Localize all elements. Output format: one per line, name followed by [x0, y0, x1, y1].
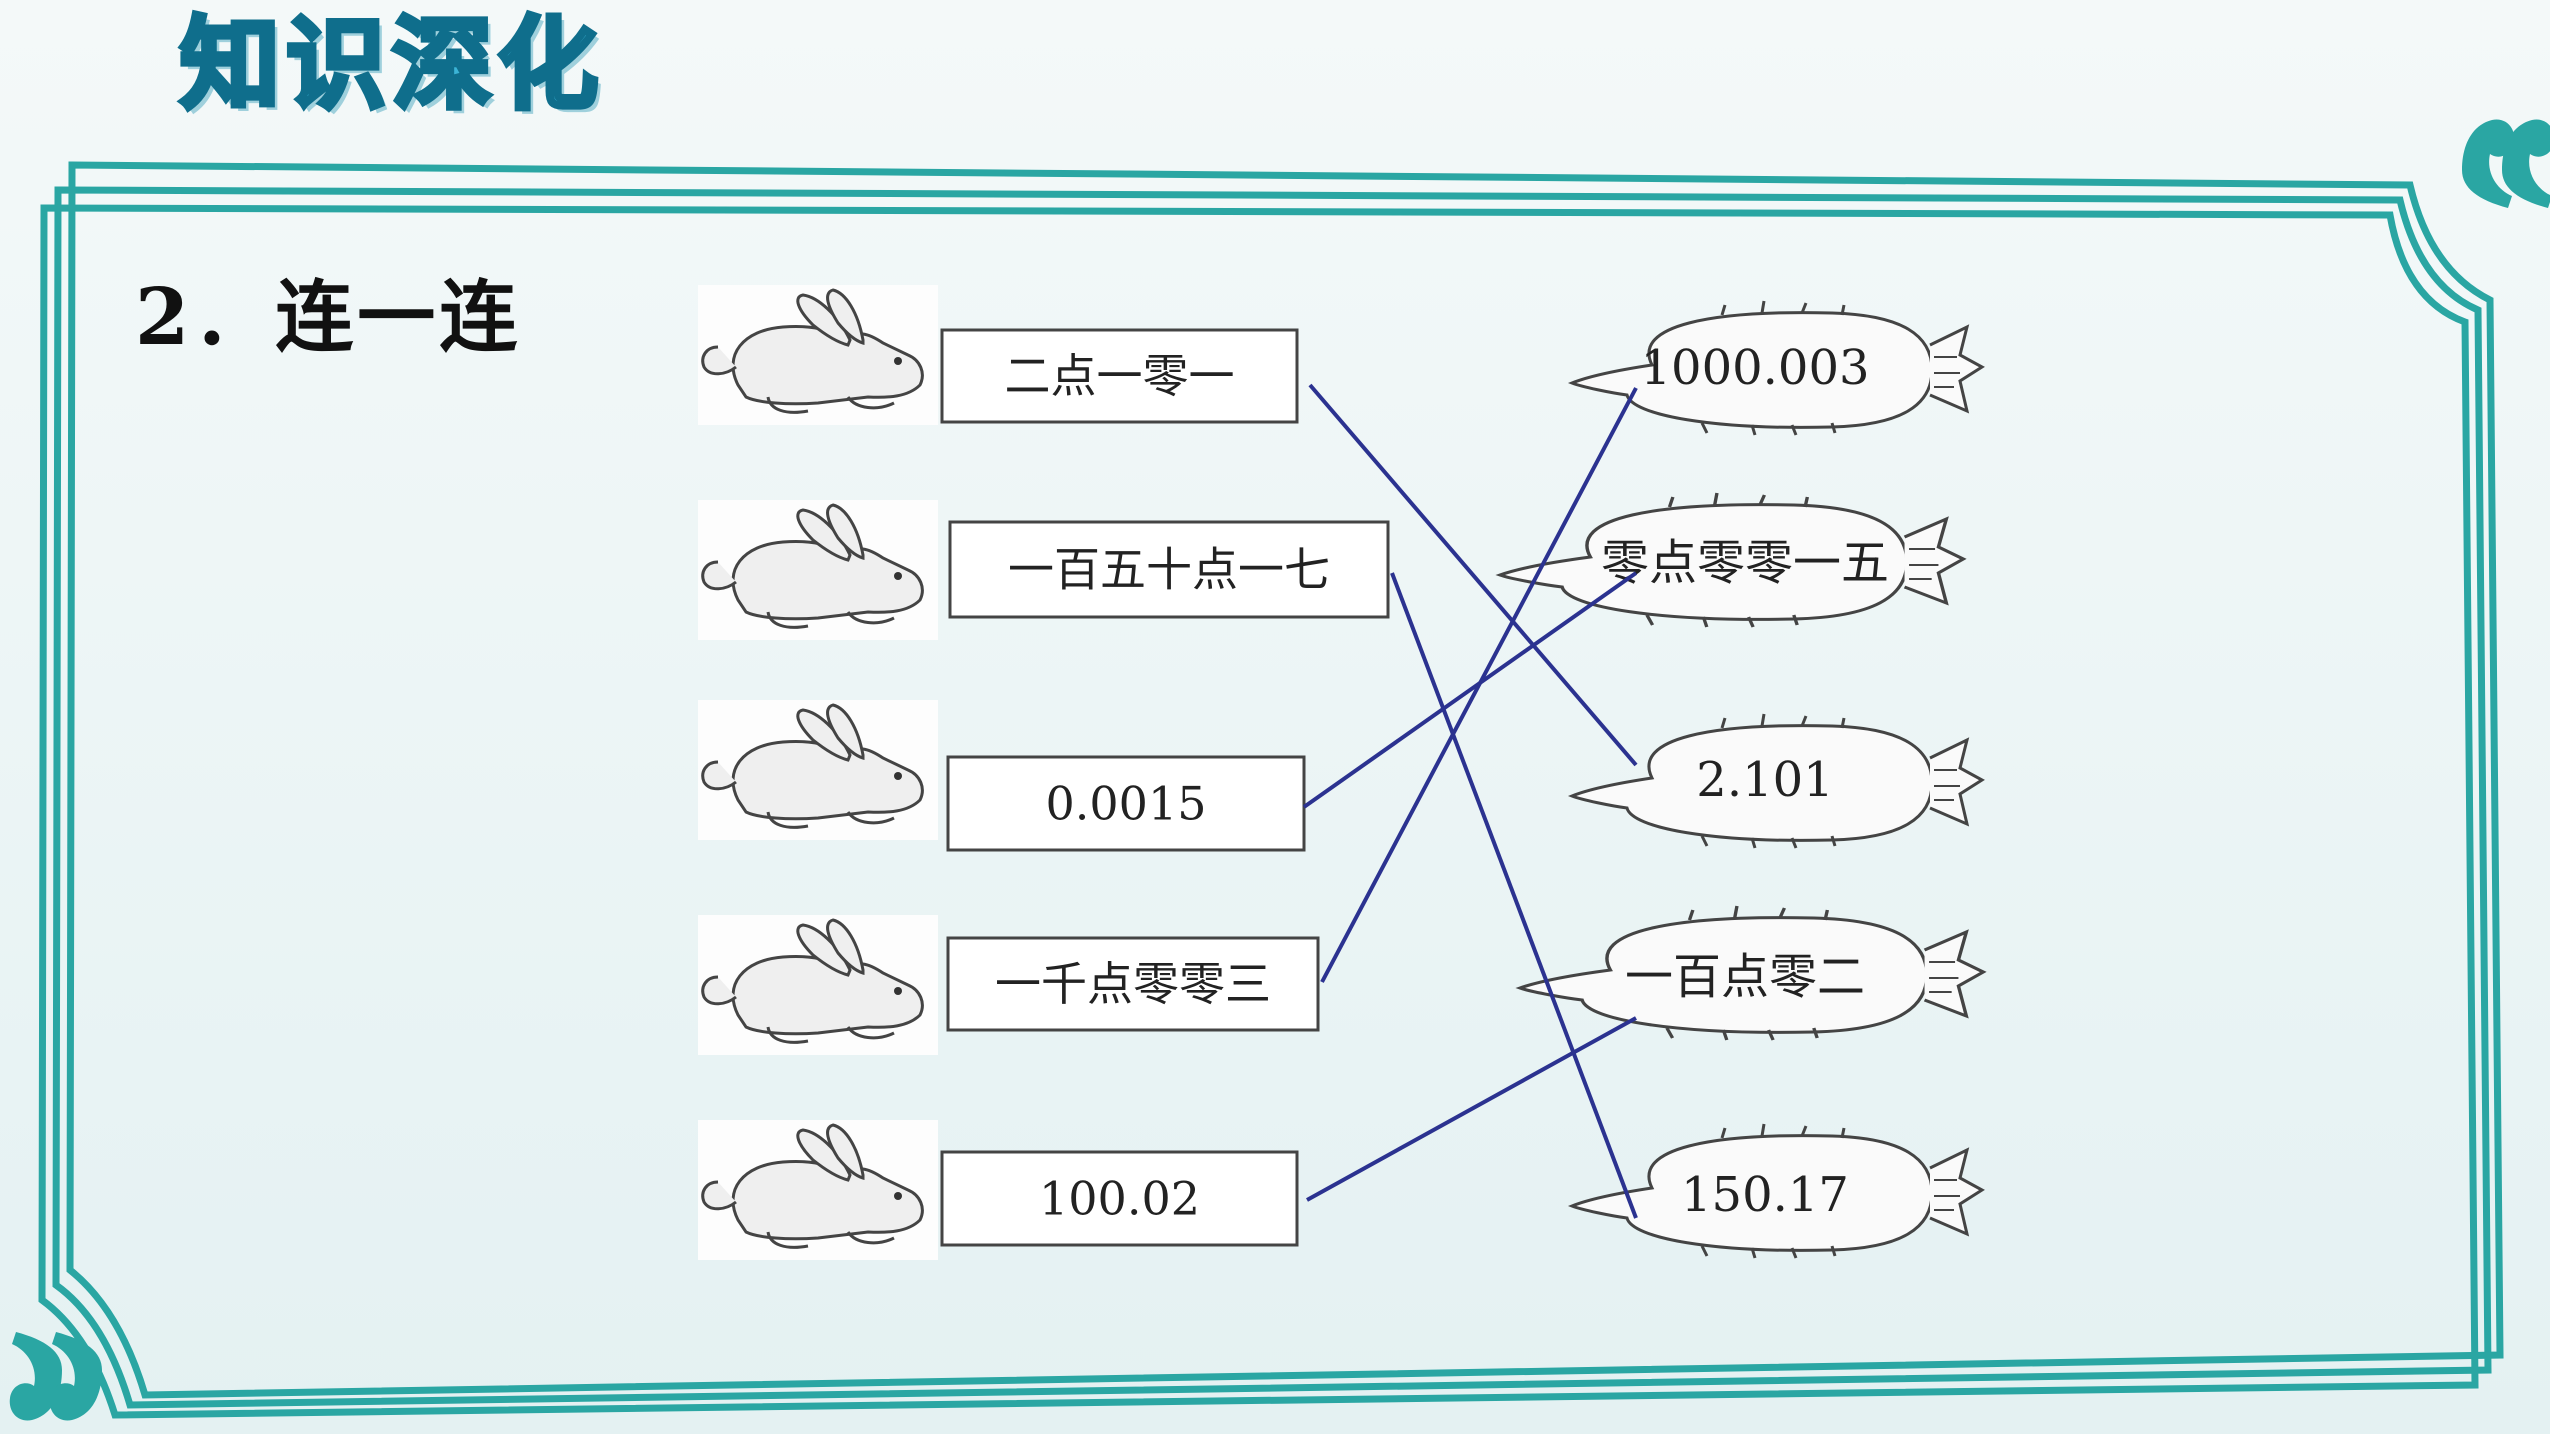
rabbit-box-5[interactable]: 100.02 [940, 1150, 1299, 1247]
rabbit-box-label: 0.0015 [1046, 777, 1207, 831]
rabbit-box-label: 二点一零一 [1005, 349, 1235, 403]
slide-frame [38, 161, 2504, 1419]
radish-5[interactable]: 150.17 [1570, 1122, 1984, 1260]
connection-line-3 [1302, 571, 1638, 809]
frame-outer [66, 161, 2504, 1399]
radish-label: 150.17 [1681, 1167, 1849, 1223]
connection-line-4 [1320, 387, 1638, 983]
rabbit-box-label: 一百五十点一七 [1008, 543, 1330, 597]
quote-close-icon [2462, 119, 2550, 208]
radish-label: 零点零零一五 [1601, 535, 1889, 591]
radish-4[interactable]: 一百点零二 [1518, 904, 1985, 1042]
rabbit-box-4[interactable]: 一千点零零三 [946, 936, 1320, 1032]
connection-lines [1302, 383, 1638, 1219]
connection-line-2 [1390, 572, 1638, 1219]
rabbit-box-1[interactable]: 二点一零一 [940, 328, 1299, 424]
connection-line-5 [1306, 1016, 1637, 1202]
rabbit-icon [696, 283, 940, 427]
frame-mid [52, 186, 2492, 1409]
rabbit-box-2[interactable]: 一百五十点一七 [948, 520, 1390, 619]
rabbit-icon [696, 913, 940, 1057]
radish-label: 1000.003 [1640, 340, 1869, 396]
rabbit-box-frame [946, 936, 1320, 1032]
radish-2[interactable]: 零点零零一五 [1498, 491, 1965, 629]
radish-label: 2.101 [1696, 752, 1833, 808]
rabbit-icon [696, 498, 940, 642]
rabbit-box-frame [946, 755, 1306, 852]
question-label: 2．连一连 [135, 272, 522, 363]
rabbit-icon [696, 1118, 940, 1262]
rabbit-icon [696, 698, 940, 842]
rabbit-box-frame [948, 520, 1390, 619]
radish-3[interactable]: 2.101 [1570, 712, 1984, 850]
rabbit-box-3[interactable]: 0.0015 [946, 755, 1306, 852]
radish-label: 一百点零二 [1625, 949, 1865, 1005]
connection-line-1 [1308, 383, 1638, 767]
frame-inner [38, 204, 2479, 1419]
rabbit-box-label: 100.02 [1039, 1172, 1200, 1226]
quote-open-icon [9, 1332, 102, 1421]
rabbit-box-frame [940, 328, 1299, 424]
rabbit-box-frame [940, 1150, 1299, 1247]
radish-1[interactable]: 1000.003 [1570, 299, 1984, 437]
rabbit-box-label: 一千点零零三 [995, 957, 1271, 1011]
radish-layer: 1000.003 零点零零一五 2.101 一百点零二 150.17 [1498, 299, 1985, 1260]
rabbit-layer [696, 283, 940, 1262]
slide-title: 知识深化 [178, 4, 604, 126]
